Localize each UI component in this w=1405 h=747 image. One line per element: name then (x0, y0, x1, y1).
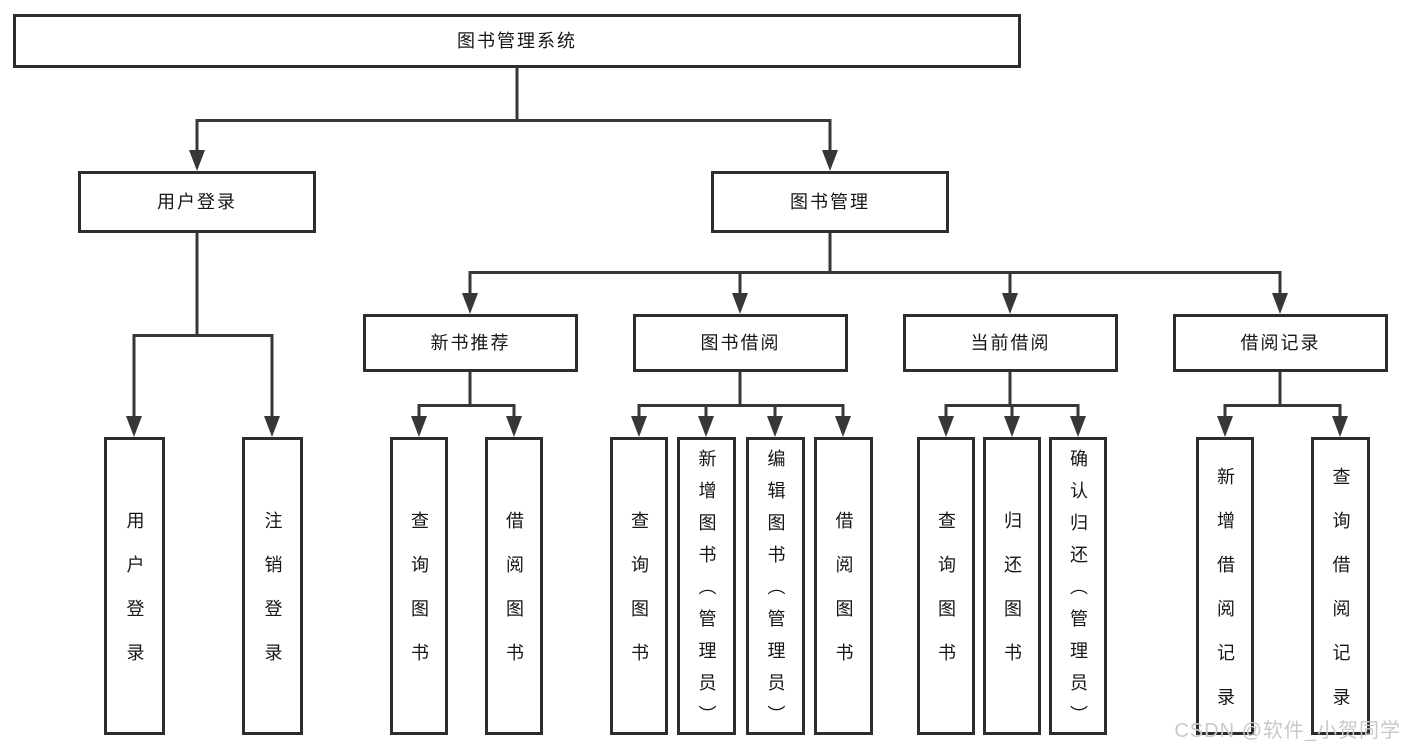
node-root-label: 图书管理系统 (457, 31, 577, 51)
node-leaf-return-book-label: 归还图书 (1002, 510, 1022, 688)
node-book-management-label: 图书管理 (790, 192, 870, 212)
arrowhead-icon (767, 416, 783, 437)
arrowhead-icon (1004, 416, 1020, 437)
node-leaf-query-borrow-record: 查询借阅记录 (1311, 437, 1370, 735)
node-leaf-borrow-books-2-label: 借阅图书 (833, 510, 854, 688)
node-user-login: 用户登录 (78, 171, 316, 233)
connector-root-to-level2 (195, 68, 832, 153)
node-leaf-user-login: 用户登录 (104, 437, 165, 735)
node-user-login-label: 用户登录 (157, 192, 237, 212)
node-leaf-confirm-return-admin: 确认归还（管理员） (1049, 437, 1107, 738)
node-leaf-add-book-admin-label: 新增图书（管理员） (696, 448, 717, 738)
arrowhead-icon (938, 416, 954, 437)
node-book-borrow: 图书借阅 (633, 314, 848, 372)
arrowhead-icon (462, 293, 478, 314)
node-borrow-records-label: 借阅记录 (1240, 333, 1321, 353)
node-book-management: 图书管理 (711, 171, 949, 233)
connector-newbook-to-leaves (417, 372, 516, 420)
arrowhead-icon (732, 293, 748, 314)
node-leaf-logout-label: 注销登录 (262, 510, 283, 688)
node-leaf-query-books-2-label: 查询图书 (629, 510, 649, 688)
arrowhead-icon (1002, 293, 1018, 314)
arrowhead-icon (126, 416, 142, 437)
node-leaf-query-books-1: 查询图书 (390, 437, 448, 735)
node-new-book-recommend-label: 新书推荐 (430, 333, 511, 353)
node-leaf-query-books-2: 查询图书 (610, 437, 668, 735)
watermark: CSDN @软件_小贺同学 (1174, 720, 1401, 742)
node-leaf-user-login-label: 用户登录 (124, 510, 145, 688)
node-leaf-edit-book-admin: 编辑图书（管理员） (746, 437, 805, 738)
arrowhead-icon (411, 416, 427, 437)
node-leaf-query-borrow-record-label: 查询借阅记录 (1330, 466, 1351, 732)
arrowhead-icon (1332, 416, 1348, 437)
node-leaf-logout: 注销登录 (242, 437, 303, 735)
node-leaf-borrow-books-2: 借阅图书 (814, 437, 873, 735)
arrowhead-icon (1070, 416, 1086, 437)
connector-userlogin-to-leaves (132, 233, 274, 419)
arrowhead-icon (698, 416, 714, 437)
connector-currentborrow-to-leaves (944, 372, 1080, 420)
node-new-book-recommend: 新书推荐 (363, 314, 578, 372)
node-leaf-borrow-books-1-label: 借阅图书 (504, 510, 524, 688)
connector-lines (132, 68, 1342, 420)
arrowhead-icon (822, 150, 838, 171)
arrowhead-icon (1272, 293, 1288, 314)
node-leaf-add-borrow-record-label: 新增借阅记录 (1215, 466, 1235, 732)
connector-borrowrecords-to-leaves (1223, 372, 1342, 420)
node-root: 图书管理系统 (13, 14, 1021, 68)
arrowhead-icon (264, 416, 280, 437)
arrowhead-group (126, 150, 1348, 437)
arrowhead-icon (631, 416, 647, 437)
connector-bookborrow-to-leaves (637, 372, 845, 420)
node-leaf-query-books-1-label: 查询图书 (409, 510, 429, 688)
arrowhead-icon (835, 416, 851, 437)
arrowhead-icon (506, 416, 522, 437)
node-leaf-return-book: 归还图书 (983, 437, 1041, 735)
node-leaf-add-borrow-record: 新增借阅记录 (1196, 437, 1254, 735)
node-borrow-records: 借阅记录 (1173, 314, 1388, 372)
node-leaf-edit-book-admin-label: 编辑图书（管理员） (765, 448, 786, 738)
node-leaf-confirm-return-admin-label: 确认归还（管理员） (1068, 448, 1088, 738)
node-leaf-borrow-books-1: 借阅图书 (485, 437, 543, 735)
arrowhead-icon (189, 150, 205, 171)
node-current-borrow: 当前借阅 (903, 314, 1118, 372)
node-leaf-query-books-3: 查询图书 (917, 437, 975, 735)
connector-bookmgmt-to-level3 (468, 233, 1282, 296)
node-leaf-add-book-admin: 新增图书（管理员） (677, 437, 736, 738)
node-current-borrow-label: 当前借阅 (970, 333, 1051, 353)
arrowhead-icon (1217, 416, 1233, 437)
node-leaf-query-books-3-label: 查询图书 (936, 510, 956, 688)
node-book-borrow-label: 图书借阅 (700, 333, 781, 353)
